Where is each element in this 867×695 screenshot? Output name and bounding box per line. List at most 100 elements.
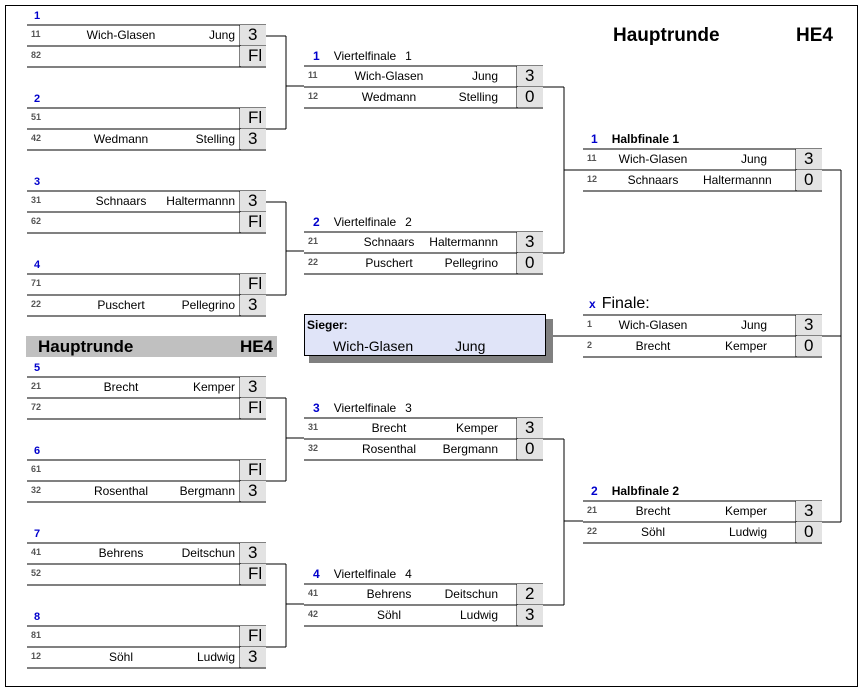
slot-code: 21 (31, 381, 42, 391)
player-name-1: Brecht (635, 504, 671, 518)
slot-code: 41 (31, 547, 42, 557)
sf-label-text: Halbfinale 2 (611, 484, 680, 498)
slot-code: 11 (308, 70, 318, 80)
player-name-2: Pellegrino (181, 298, 235, 312)
slot-code: 12 (31, 651, 42, 661)
r1-slot-top: 71 (27, 274, 240, 295)
final-label: x Finale: (589, 295, 650, 313)
score-cell: 3 (240, 295, 266, 315)
score-cell: 3 (796, 315, 822, 335)
score-cell: Fl (240, 398, 266, 418)
page-code: HE4 (796, 25, 833, 46)
qf-label-text: Viertelfinale (333, 49, 397, 63)
r1-slot-bottom: 62 (27, 212, 240, 233)
slot-code: 21 (587, 505, 598, 515)
seed-number: 8 (34, 611, 41, 623)
sf-slot-bottom: 12 Schnaars Haltermannn (583, 170, 796, 191)
player-name-1: Wich-Glasen (618, 318, 688, 332)
qf-number: 2 (313, 215, 320, 229)
player-name-2: Ludwig (728, 525, 767, 539)
score-cell: 3 (240, 25, 266, 45)
final-number: x (589, 297, 596, 311)
slot-code: 42 (308, 609, 319, 619)
player-name-2: Haltermannn (166, 194, 235, 208)
winner-label: Sieger: (307, 318, 348, 332)
score-cell: 3 (796, 501, 822, 521)
player-name-1: Puschert (97, 298, 145, 312)
qf-number: 4 (313, 567, 320, 581)
slot-code: 11 (31, 29, 41, 39)
slot-code: 21 (308, 236, 319, 246)
player-name-1: Wich-Glasen (354, 69, 424, 83)
slot-code: 12 (308, 91, 319, 101)
player-name-2: Deitschun (181, 546, 235, 560)
player-name-1: Brecht (103, 380, 139, 394)
slot-code: 12 (587, 174, 598, 184)
player-name-2: Haltermannn (429, 235, 498, 249)
player-name-1: Brecht (371, 421, 407, 435)
qf-index: 2 (405, 215, 412, 229)
player-name-2: Ludwig (459, 608, 498, 622)
player-name-2: Bergmann (179, 484, 235, 498)
r1-slot-bottom: 72 (27, 398, 240, 419)
slot-code: 61 (31, 464, 42, 474)
player-name-2: Stelling (458, 90, 498, 104)
score-cell: 0 (517, 253, 543, 273)
player-name-2: Kemper (724, 339, 767, 353)
player-name-2: Pellegrino (444, 256, 498, 270)
score-cell: 3 (796, 149, 822, 169)
seed-number: 1 (34, 10, 41, 22)
player-name-2: Kemper (455, 421, 498, 435)
player-name-1: Wedmann (93, 132, 149, 146)
player-name-1: Schnaars (95, 194, 147, 208)
qf-number: 3 (313, 401, 320, 415)
score-cell: 3 (240, 191, 266, 211)
slot-code: 82 (31, 50, 42, 60)
player-name-2: Jung (471, 69, 498, 83)
player-name-2: Ludwig (196, 650, 235, 664)
player-name-2: Stelling (195, 132, 235, 146)
score-cell: Fl (240, 274, 266, 294)
player-name-1: Behrens (98, 546, 144, 560)
score-cell: Fl (240, 108, 266, 128)
qf-slot-top: 21 Schnaars Haltermannn (304, 232, 517, 253)
score-cell: 0 (796, 336, 822, 356)
r1-slot-top: 51 (27, 108, 240, 129)
player-name-1: Rosenthal (93, 484, 149, 498)
seed-number: 4 (34, 259, 41, 271)
slot-code: 22 (587, 526, 598, 536)
qf-slot-top: 11 Wich-Glasen Jung (304, 66, 517, 87)
player-name-2: Kemper (192, 380, 235, 394)
player-name-1: Schnaars (627, 173, 679, 187)
qf-slot-bottom: 42 Söhl Ludwig (304, 605, 517, 626)
sf-number: 1 (591, 132, 598, 146)
player-name-1: Schnaars (363, 235, 415, 249)
player-name-2: Haltermannn (703, 173, 772, 187)
sf-number: 2 (591, 484, 598, 498)
band-code: HE4 (240, 337, 274, 356)
player-name-1: Rosenthal (361, 442, 417, 456)
final-label-text: Finale: (601, 295, 650, 312)
r1-slot-top: 21 Brecht Kemper (27, 377, 240, 398)
score-cell: 3 (517, 232, 543, 252)
score-cell: 3 (240, 377, 266, 397)
qf-number: 1 (313, 49, 320, 63)
player-name-1: Söhl (376, 608, 402, 622)
score-cell: 0 (517, 439, 543, 459)
score-cell: 0 (796, 170, 822, 190)
score-cell: 3 (240, 543, 266, 563)
player-name-2: Kemper (724, 504, 767, 518)
slot-code: 52 (31, 568, 42, 578)
player-name-1: Söhl (108, 650, 134, 664)
seed-number: 2 (34, 93, 41, 105)
r1-slot-top: 81 (27, 626, 240, 647)
slot-code: 11 (587, 153, 597, 163)
sf-label: 2 Halbfinale 2 (591, 484, 679, 498)
